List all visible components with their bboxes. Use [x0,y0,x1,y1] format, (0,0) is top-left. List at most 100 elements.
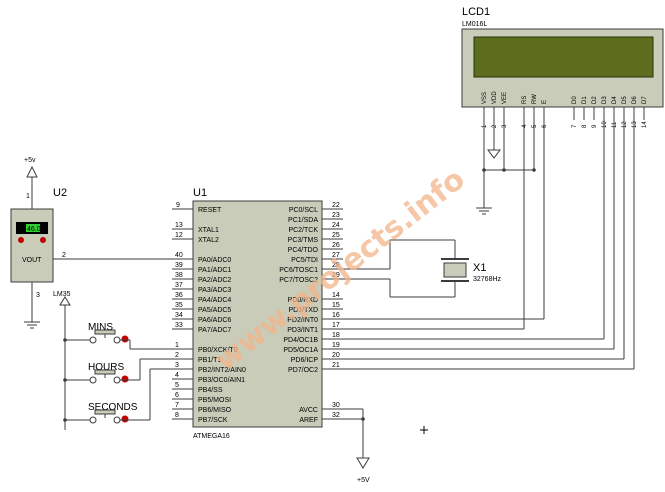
u1-ref: U1 [193,187,207,199]
lcd-pin-number: 12 [622,121,628,128]
u1-reset-pin-number: 9 [176,202,180,209]
lcd-pin-number: 8 [582,124,588,128]
u2-out-label: VOUT [22,257,42,264]
u1-pin-label: PA3/ADC3 [198,287,231,294]
pushbutton-hours[interactable] [94,369,116,375]
u1-pin-label: PC0/SCL [289,207,318,214]
button-terminal[interactable] [121,375,129,383]
atmega16: U1 ATMEGA16 9 RESET 13XTAL112XTAL240PA0/… [172,187,343,440]
u1-right-pins: 22PC0/SCL23PC1/SDA24PC2/TCK25PC3/TMS26PC… [279,202,343,424]
u1-pin-number: 7 [175,402,179,409]
u1-pin-number: 40 [175,252,183,259]
lm35-sensor: U2 46.0 VOUT LM35 1 +5v 2 3 [10,157,172,329]
u1-supply-label: +5V [357,477,370,484]
u1-pin-number: 38 [175,272,183,279]
u2-pin-vcc: 1 [26,193,30,200]
power-arrow-icon [356,457,370,469]
button-terminal[interactable] [121,335,129,343]
u1-pin-number: 8 [175,412,179,419]
u2-display-value: 46.0 [27,226,41,233]
u1-pin-number: 24 [332,222,340,229]
avcc-supply: +5V [343,408,370,484]
u1-pin-number: 27 [332,252,340,259]
lcd-pin-number: 6 [542,124,548,128]
buttons-common-wires [59,296,71,430]
u1-pin-number: 1 [175,342,179,349]
crosshair-icon [420,426,428,434]
u1-pin-label: PD5/OC1A [283,347,318,354]
u1-pin-number: 26 [332,242,340,249]
crystal-x1: X1 32768Hz [343,239,502,298]
u1-pin-label: PC2/TCK [288,227,318,234]
u1-pin-number: 16 [332,312,340,319]
u1-pin-label: PA7/ADC7 [198,327,231,334]
u1-pin-label: PB1/T1 [198,357,221,364]
u1-pin-number: 4 [175,372,179,379]
u1-pin-number: 21 [332,362,340,369]
u1-pin-number: 33 [175,322,183,329]
u1-pin-number: 14 [332,292,340,299]
u1-pin-label: PD1/TXD [288,307,318,314]
u1-pin-label: PD0/RXD [288,297,318,304]
u1-pin-number: 35 [175,302,183,309]
u1-pin-number: 17 [332,322,340,329]
u1-left-pins: 13XTAL112XTAL240PA0/ADC039PA1/ADC138PA2/… [172,222,246,424]
lcd-pin-label: D0 [572,96,578,104]
lcd-pin-label: VEE [502,92,508,104]
u1-pin-label: PA6/ADC6 [198,317,231,324]
lcd-pin-number: 2 [492,124,498,128]
u1-pin-number: 6 [175,392,179,399]
u1-pin-label: PD6/ICP [291,357,319,364]
bus-wires [343,120,635,370]
u1-pin-label: XTAL1 [198,227,219,234]
u2-increase-button[interactable] [40,237,46,243]
lcd-pin-label: D4 [612,96,618,104]
u2-ref: U2 [53,187,67,199]
u1-pin-label: PD4/OC1B [283,337,318,344]
lcd-pin-label: D1 [582,96,588,104]
u2-decrease-button[interactable] [18,237,24,243]
u1-pin-label: PC4/TDO [288,247,319,254]
u1-pin-number: 39 [175,262,183,269]
u1-pin-number: 19 [332,342,340,349]
button-terminal[interactable] [121,415,129,423]
u1-pin-label: PD3/INT1 [287,327,318,334]
ground-icon [487,149,501,159]
u1-pin-number: 2 [175,352,179,359]
lcd-pin-label: E [542,100,548,104]
u1-pin-number: 20 [332,352,340,359]
u1-pin-label: PC3/TMS [288,237,319,244]
pushbutton-mins[interactable] [94,329,116,335]
lcd-pin-label: D2 [592,96,598,104]
lcd-pin-label: VSS [482,92,488,104]
button-label: HOURS [88,362,124,373]
u1-pin-label: PC1/SDA [288,217,318,224]
pushbutton-seconds[interactable] [94,409,116,415]
u1-pin-label: PD2/INT0 [287,317,318,324]
u1-pin-label: PA2/ADC2 [198,277,231,284]
u1-pin-number: 36 [175,292,183,299]
lcd-module: LCD1 LM016L VSS1VDD2VEE3RS4RW5E6D07D18D2… [461,6,664,128]
lcd-ref: LCD1 [462,6,490,18]
lcd-pin-number: 11 [612,121,618,128]
u1-pin-label: PA4/ADC4 [198,297,231,304]
lcd-pin-number: 14 [642,121,648,128]
u1-pin-label: PB6/MISO [198,407,232,414]
u1-pin-label: PA0/ADC0 [198,257,231,264]
u1-pin-number: 15 [332,302,340,309]
u1-pin-label: AREF [299,417,318,424]
u1-pin-label: PA5/ADC5 [198,307,231,314]
u1-pin-number: 23 [332,212,340,219]
lcd-pin-label: D6 [632,96,638,104]
lcd-pin-number: 1 [482,124,488,128]
ground-icon [24,321,40,329]
lcd-pins: VSS1VDD2VEE3RS4RW5E6D07D18D29D310D411D51… [482,91,648,128]
lcd-pin-label: D3 [602,96,608,104]
lcd-pin-number: 13 [632,121,638,128]
u1-pin-number: 34 [175,312,183,319]
crystal-ref: X1 [473,262,486,274]
u1-pin-label: PB5/MOSI [198,397,231,404]
u1-pin-label: PD7/OC2 [288,367,318,374]
crystal-body [443,262,467,278]
